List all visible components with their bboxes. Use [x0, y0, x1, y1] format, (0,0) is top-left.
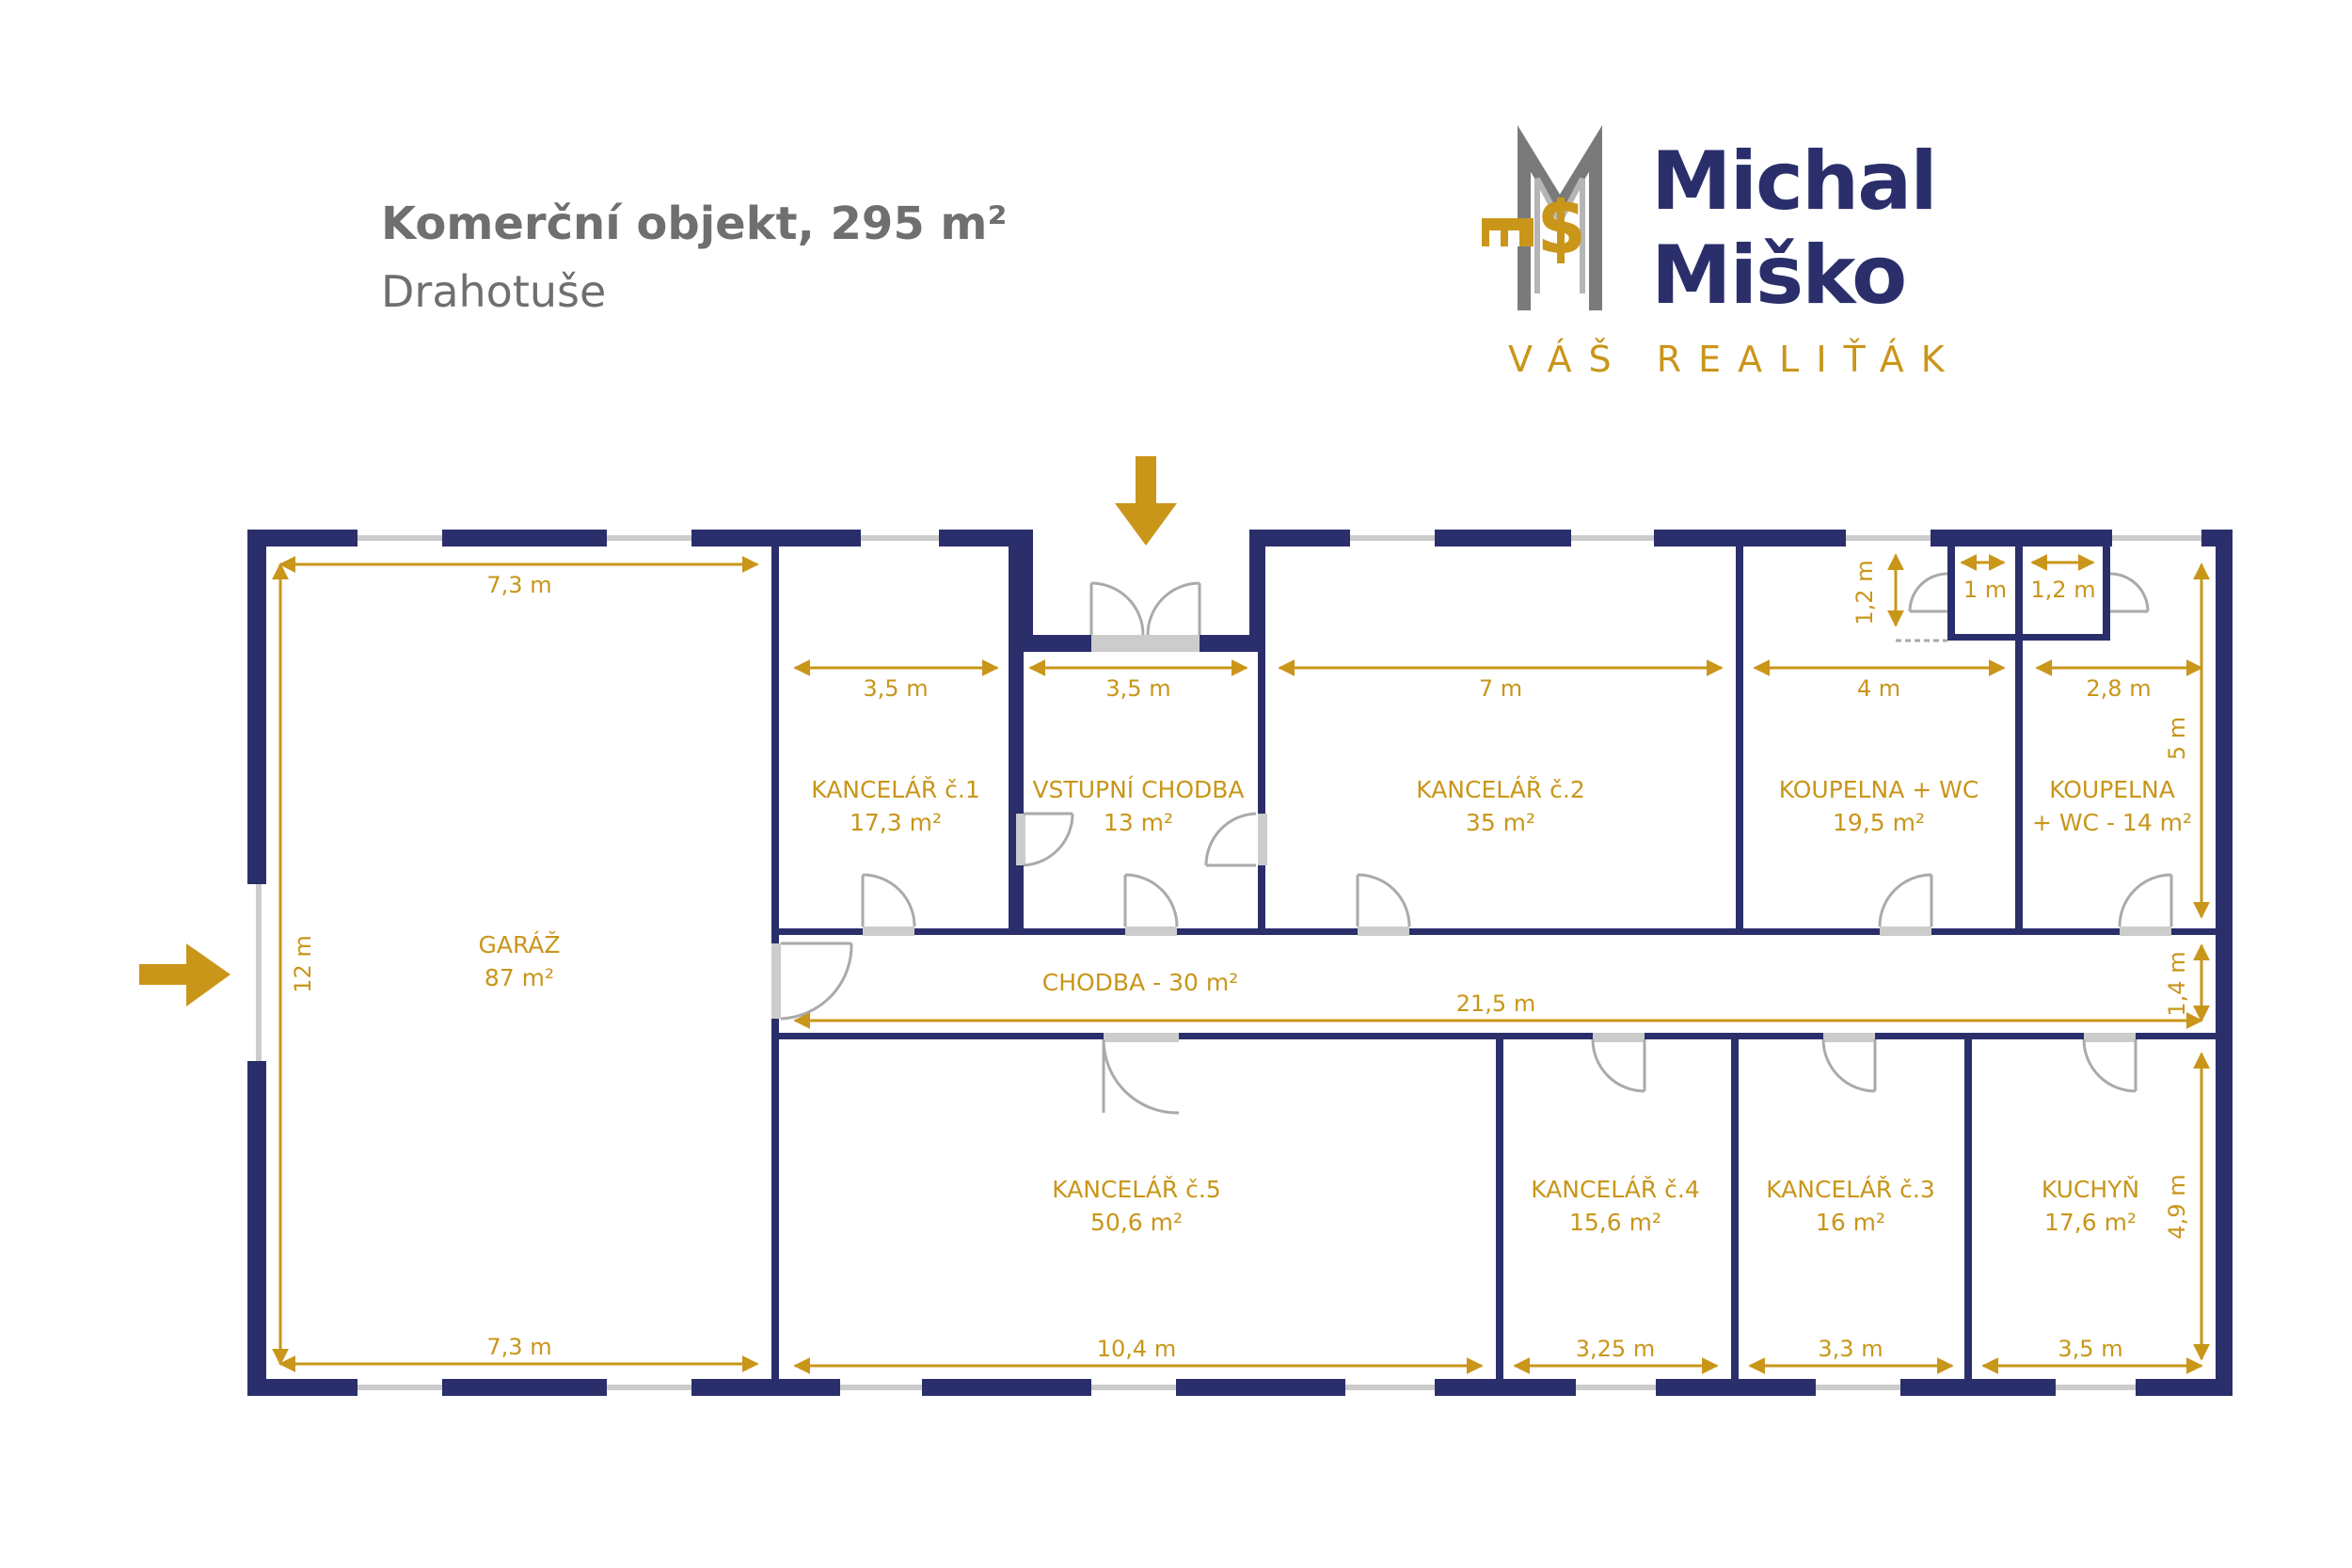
room-kancelar2-area: 35 m² — [1466, 809, 1535, 836]
dim-chodba-length: 21,5 m — [1456, 990, 1535, 1017]
dim-garaz-bottom: 7,3 m — [486, 1334, 551, 1360]
dim-vstupni-width: 3,5 m — [1105, 675, 1170, 702]
logo-name-first: Michal — [1651, 135, 1938, 229]
dim-kancelar5-width: 10,4 m — [1097, 1336, 1176, 1362]
interior-walls — [771, 546, 2216, 1379]
plan-title: Komerční objekt, 295 m² — [381, 198, 1008, 250]
room-chodba-name: CHODBA - 30 m² — [1042, 969, 1238, 996]
room-kancelar2-name: KANCELÁŘ č.2 — [1416, 776, 1585, 803]
room-koupelna1-area: 19,5 m² — [1833, 809, 1925, 836]
room-kancelar5-area: 50,6 m² — [1090, 1209, 1183, 1236]
room-kancelar1-name: KANCELÁŘ č.1 — [811, 776, 980, 803]
room-kancelar1-area: 17,3 m² — [850, 809, 942, 836]
room-vstupni-name: VSTUPNÍ CHODBA — [1032, 776, 1244, 803]
room-kancelar3-area: 16 m² — [1816, 1209, 1885, 1236]
dim-kuchyn-width: 3,5 m — [2058, 1336, 2122, 1362]
room-garaz-area: 87 m² — [485, 964, 554, 991]
dim-chodba-width: 1,4 m — [2164, 951, 2190, 1016]
room-garaz-name: GARÁŽ — [478, 931, 560, 958]
plan-location: Drahotuše — [381, 266, 607, 317]
dim-koupelna1-width: 4 m — [1857, 675, 1900, 702]
dim-wc2-width: 1,2 m — [2030, 577, 2095, 603]
dim-kuchyn-height: 4,9 m — [2164, 1174, 2190, 1239]
room-koupelna1-name: KOUPELNA + WC — [1779, 776, 1979, 803]
dim-kancelar1-width: 3,5 m — [863, 675, 928, 702]
interior-doors — [771, 572, 2173, 1115]
room-koupelna2-area: + WC - 14 m² — [2032, 809, 2192, 836]
room-vstupni-area: 13 m² — [1104, 809, 1173, 836]
dim-koupelna2-width: 2,8 m — [2086, 675, 2151, 702]
dim-kancelar3-width: 3,3 m — [1818, 1336, 1883, 1362]
dim-wc1-width: 1 m — [1963, 577, 2007, 603]
entrance-door — [1089, 581, 1201, 652]
dim-garaz-height: 12 m — [290, 935, 316, 993]
entrance-arrow-left — [139, 943, 230, 1006]
room-kancelar4-area: 15,6 m² — [1569, 1209, 1661, 1236]
windows — [256, 535, 2201, 1390]
ms-key-icon: S — [1482, 125, 1602, 310]
dim-koupelna2-height: 5 m — [2164, 717, 2190, 760]
outer-walls — [247, 530, 2233, 1396]
dim-wc-height: 1,2 m — [1851, 560, 1878, 625]
dim-garaz-top: 7,3 m — [486, 572, 551, 598]
room-koupelna2-name: KOUPELNA — [2049, 776, 2175, 803]
room-kancelar5-name: KANCELÁŘ č.5 — [1052, 1176, 1221, 1203]
dim-kancelar2-width: 7 m — [1479, 675, 1522, 702]
dim-kancelar4-width: 3,25 m — [1576, 1336, 1655, 1362]
room-kancelar4-name: KANCELÁŘ č.4 — [1531, 1176, 1700, 1203]
room-kuchyn-name: KUCHYŇ — [2042, 1176, 2139, 1203]
logo-name-last: Miško — [1651, 229, 1907, 323]
room-kancelar3-name: KANCELÁŘ č.3 — [1766, 1176, 1935, 1203]
entrance-arrow-top — [1115, 456, 1177, 546]
dimension-lines — [272, 553, 2210, 1374]
logo-tagline: VÁŠ REALIŤÁK — [1508, 339, 1962, 380]
room-kuchyn-area: 17,6 m² — [2044, 1209, 2137, 1236]
